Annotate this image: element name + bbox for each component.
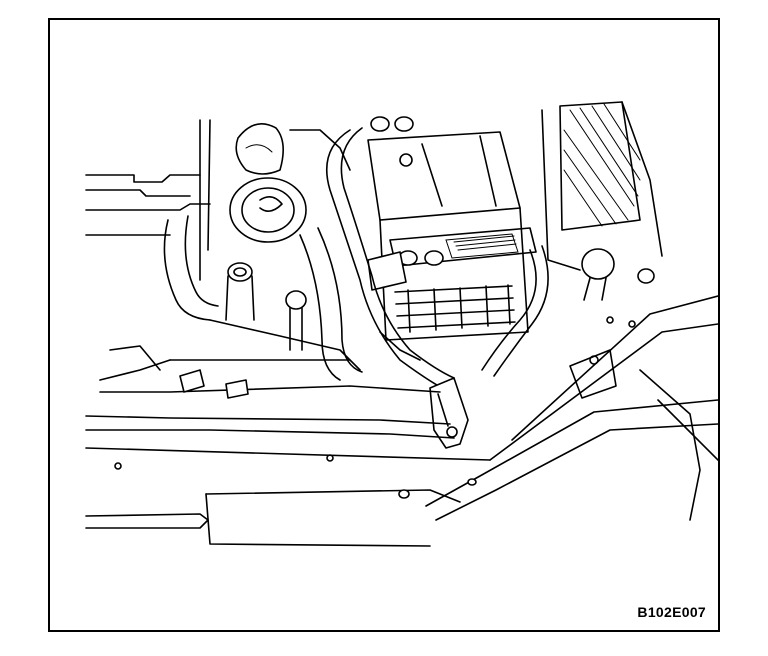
positive-terminal [367,250,444,291]
engine-bay-illustration [85,101,718,547]
battery [367,131,537,341]
reservoir-cap [225,262,307,351]
filler-cap [229,122,351,243]
lower-panel [85,478,477,547]
right-fender [425,295,718,521]
negative-terminal [370,116,414,167]
figure-code-label: B102E007 [637,604,706,620]
left-fender-brace [85,119,211,281]
figure-frame: B102E007 [48,18,720,632]
wiring-connectors [109,331,421,399]
radiator-support [85,319,491,470]
fuse-box [541,101,663,271]
battery-cable [326,127,549,391]
battery-cell-grid [394,284,516,333]
battery-cable-lug [429,377,469,449]
radiator-hose [163,215,363,381]
sensor-right [581,248,655,301]
